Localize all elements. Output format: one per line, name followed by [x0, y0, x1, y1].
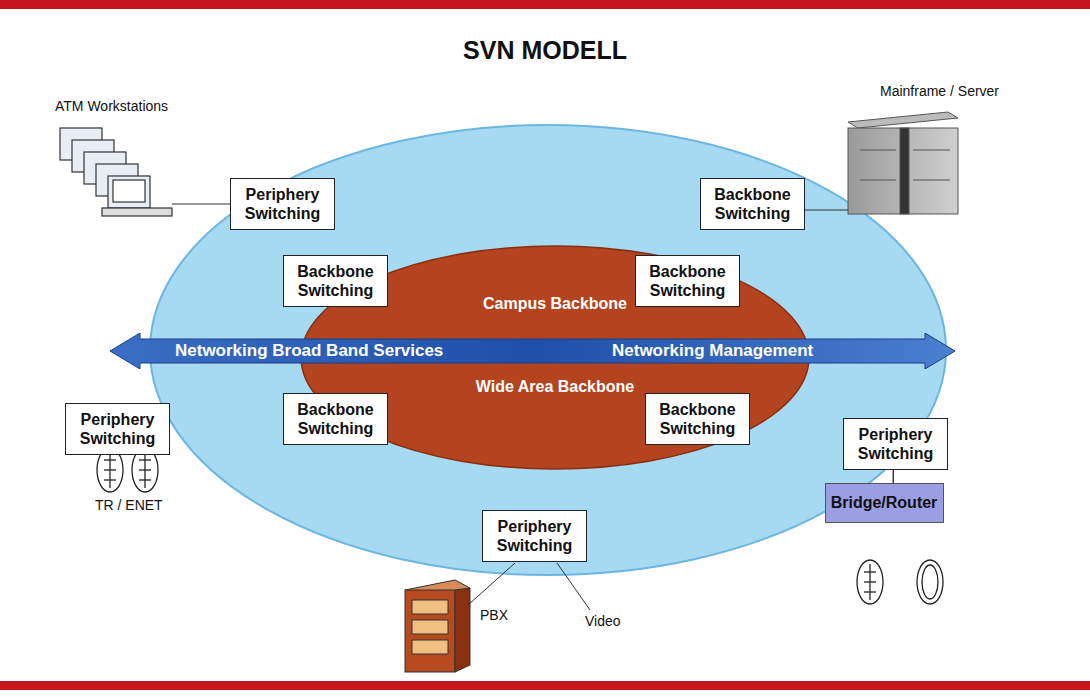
box-label: Periphery Switching — [66, 410, 169, 448]
diagram-label: PBX — [480, 607, 508, 623]
switch-box: Bridge/Router — [825, 483, 944, 523]
diagram-title: SVN MODELL — [0, 36, 1090, 65]
arrow-label: Networking Management — [612, 341, 813, 361]
mainframe-icon — [800, 112, 958, 214]
bottom-bar — [0, 681, 1090, 690]
diagram-label: ATM Workstations — [55, 98, 168, 114]
arrow-outline — [110, 333, 955, 369]
switch-box: Periphery Switching — [482, 510, 587, 562]
switch-box: Periphery Switching — [843, 418, 948, 470]
switch-box: Backbone Switching — [283, 393, 388, 445]
switch-box: Backbone Switching — [635, 255, 740, 307]
box-label: Periphery Switching — [231, 185, 334, 223]
switch-box: Backbone Switching — [700, 178, 805, 230]
backbone-label: Wide Area Backbone — [476, 378, 634, 396]
switch-box: Backbone Switching — [283, 255, 388, 307]
diagram-label: Mainframe / Server — [880, 83, 999, 99]
diagram-label: Video — [585, 613, 621, 629]
connector-line — [893, 470, 894, 483]
pbx-icon — [405, 563, 590, 672]
switch-box: Backbone Switching — [645, 393, 750, 445]
box-label: Backbone Switching — [646, 400, 749, 438]
box-label: Backbone Switching — [284, 262, 387, 300]
box-label: Periphery Switching — [844, 425, 947, 463]
box-label: Backbone Switching — [701, 185, 804, 223]
workstations-icon — [60, 128, 236, 216]
box-label: Periphery Switching — [483, 517, 586, 555]
arrow-label: Networking Broad Band Services — [175, 341, 443, 361]
box-label: Backbone Switching — [284, 400, 387, 438]
box-label: Bridge/Router — [831, 493, 938, 512]
lan-symbols — [97, 448, 943, 604]
top-bar — [0, 0, 1090, 9]
switch-box: Periphery Switching — [230, 178, 335, 230]
box-label: Backbone Switching — [636, 262, 739, 300]
diagram-label: TR / ENET — [95, 497, 163, 513]
backbone-label: Campus Backbone — [483, 295, 627, 313]
services-arrow: Networking Broad Band Services Networking… — [110, 333, 955, 369]
switch-box: Periphery Switching — [65, 403, 170, 455]
